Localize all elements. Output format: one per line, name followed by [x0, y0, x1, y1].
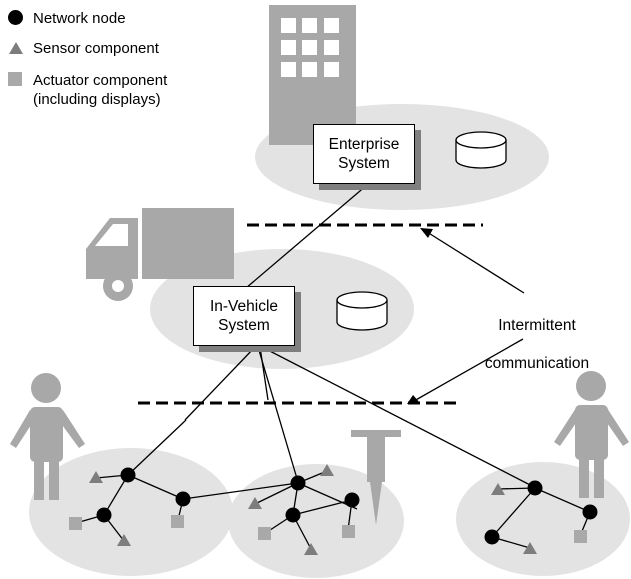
intermittent-label-line1: Intermittent — [498, 317, 576, 334]
legend-network-node: Network node — [8, 9, 126, 28]
enterprise-database-icon — [455, 131, 507, 169]
enterprise-system-box: Enterprise System — [313, 124, 415, 184]
network-node — [484, 529, 500, 545]
in-vehicle-system-label-line2: System — [218, 317, 270, 334]
vehicle-link-right — [261, 346, 537, 489]
vehicle-link-middle — [257, 346, 299, 483]
sensor-swatch-icon — [9, 42, 23, 54]
actuator-component — [342, 525, 355, 538]
in-vehicle-system-box: In-Vehicle System — [193, 286, 295, 346]
sensor-component — [89, 471, 103, 483]
left-cluster-ellipse — [29, 448, 233, 576]
legend-network-node-label: Network node — [33, 10, 126, 27]
actuator-swatch-icon — [8, 72, 22, 86]
vehicle-database-icon — [336, 291, 388, 331]
arrowhead-lower — [407, 395, 420, 404]
middle-cluster-ellipse — [228, 464, 404, 578]
arrow-to-upper-line — [426, 231, 525, 294]
network-node — [290, 475, 306, 491]
legend-actuator-component-label: Actuator component — [33, 72, 168, 89]
actuator-component — [574, 530, 587, 543]
intermittent-communication-label: Intermittent communication — [472, 297, 602, 392]
person-right-icon — [554, 371, 629, 498]
enterprise-system-label-line2: System — [338, 155, 390, 172]
legend-actuator-component-sublabel: (including displays) — [33, 91, 161, 108]
enterprise-uplink — [245, 184, 368, 289]
vehicle-link-left — [184, 346, 256, 421]
actuator-component — [171, 515, 184, 528]
network-node — [527, 480, 543, 496]
legend-sensor-component: Sensor component — [8, 39, 159, 58]
truck-icon — [86, 208, 234, 301]
actuator-component — [69, 517, 82, 530]
arrow-to-lower-line — [413, 338, 524, 402]
network-node — [175, 491, 191, 507]
legend-sensor-component-label: Sensor component — [33, 40, 159, 57]
network-node — [96, 507, 112, 523]
legend-actuator-component: Actuator component (including displays) — [8, 71, 167, 109]
pushpin-icon — [351, 430, 401, 525]
office-building-icon — [269, 5, 356, 145]
intermittent-label-line2: communication — [484, 355, 590, 372]
sensor-component — [523, 542, 537, 554]
enterprise-system-label-line1: Enterprise — [328, 136, 400, 153]
network-node — [344, 492, 360, 508]
sensor-component — [491, 483, 505, 495]
network-node-swatch-icon — [8, 10, 23, 25]
sensor-component — [248, 497, 262, 509]
arrowhead-upper — [420, 228, 433, 238]
network-node — [582, 504, 598, 520]
network-node — [285, 507, 301, 523]
in-vehicle-system-label-line1: In-Vehicle — [209, 298, 279, 315]
left-cluster-uplink — [127, 419, 187, 476]
sensor-component — [117, 534, 131, 546]
sensor-component — [304, 543, 318, 555]
sensor-component — [320, 464, 334, 476]
person-left-icon — [10, 373, 85, 500]
network-node — [120, 467, 136, 483]
vehicle-link-mid-left — [259, 346, 269, 401]
actuator-component — [258, 527, 271, 540]
